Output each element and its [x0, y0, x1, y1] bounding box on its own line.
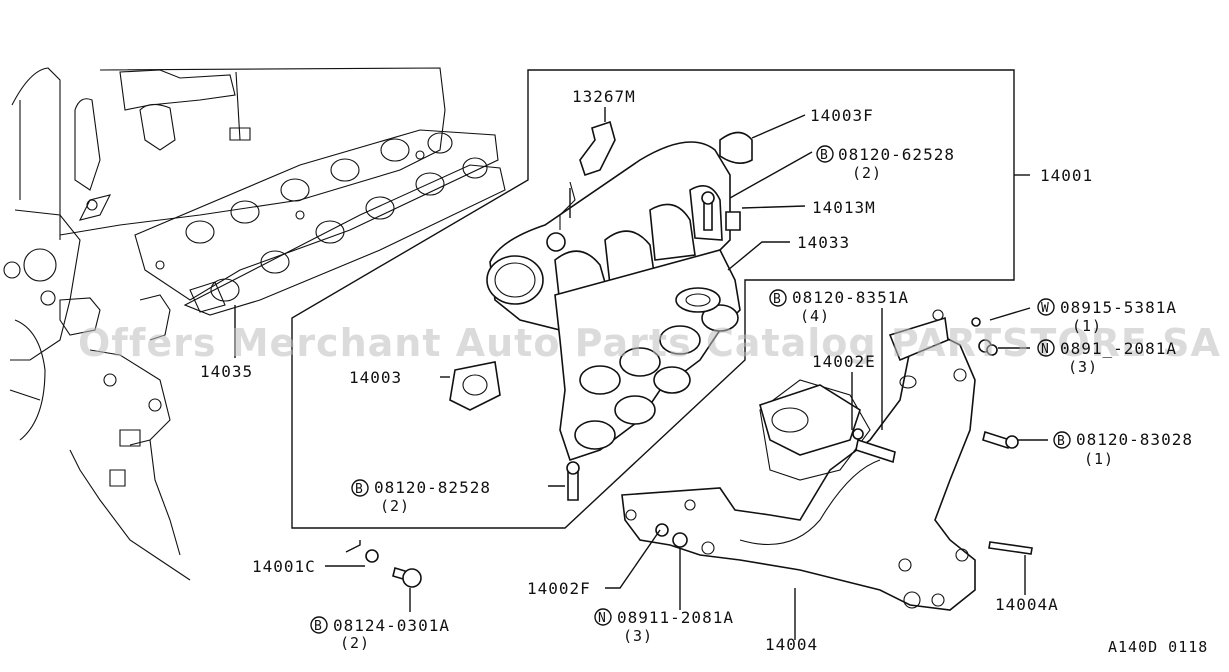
label-08120-82528: 08120-82528 [374, 478, 491, 497]
svg-text:B: B [820, 148, 828, 163]
figure-code: A140D 0118 [1108, 638, 1208, 656]
leader-lines [234, 107, 1048, 640]
label-14003: 14003 [349, 368, 402, 387]
label-14003F: 14003F [810, 106, 874, 125]
svg-text:B: B [355, 482, 363, 497]
label-08911-2081A: 08911-2081A [617, 608, 734, 627]
label-14001: 14001 [1040, 166, 1093, 185]
label-08124-0301A: 08124-0301A [333, 616, 450, 635]
qty-08120-62528: (2) [852, 164, 882, 182]
bolt-prefix-b-icon [351, 479, 369, 497]
fasteners-drawing [365, 317, 1033, 588]
intake-manifold-drawing [449, 120, 753, 462]
label-08120-8351A: 08120-8351A [792, 288, 909, 307]
label-08915-5381A: 08915-5381A [1060, 298, 1177, 317]
label-14035: 14035 [200, 362, 253, 381]
qty-08120-82528: (2) [380, 497, 410, 515]
svg-text:N: N [598, 611, 606, 626]
qty-08915-5381A: (1) [1072, 317, 1102, 335]
gasket-14035-drawing [134, 129, 506, 316]
washer-prefix-w-icon [1037, 298, 1055, 316]
watermark: Offers Merchant Auto Parts Catalog PARTS… [78, 321, 1221, 365]
label-0891-2081A: 0891_-2081A [1060, 339, 1177, 358]
bolt-prefix-b-icon [1053, 431, 1071, 449]
qty-08124-0301A: (2) [340, 634, 370, 652]
label-14004A: 14004A [995, 595, 1059, 614]
label-13267M: 13267M [572, 87, 636, 106]
svg-text:B: B [1057, 434, 1065, 449]
label-08120-62528: 08120-62528 [838, 145, 955, 164]
label-14002E: 14002E [812, 352, 876, 371]
bolt-prefix-b-icon [816, 145, 834, 163]
label-14001C: 14001C [252, 557, 316, 576]
label-14002F: 14002F [527, 579, 591, 598]
qty-0891-2081A: (3) [1068, 358, 1098, 376]
nut-prefix-n-icon [1037, 339, 1055, 357]
label-08120-83028: 08120-83028 [1076, 430, 1193, 449]
svg-text:B: B [314, 619, 322, 634]
qty-08911-2081A: (3) [623, 627, 653, 645]
label-14033: 14033 [797, 233, 850, 252]
label-14013M: 14013M [812, 198, 876, 217]
qty-08120-83028: (1) [1084, 450, 1114, 468]
engine-block-drawing [3, 67, 446, 581]
bolt-prefix-b-icon [769, 289, 787, 307]
qty-08120-8351A: (4) [800, 307, 830, 325]
svg-text:W: W [1041, 301, 1049, 316]
svg-text:N: N [1041, 342, 1049, 357]
nut-prefix-n-icon [594, 608, 612, 626]
exhaust-manifold-drawing [621, 309, 976, 611]
svg-text:B: B [773, 292, 781, 307]
label-14004: 14004 [765, 635, 818, 654]
bolt-prefix-b-icon [310, 616, 328, 634]
callout-labels: 13267M 14003F B 08120-62528 (2) 14001 14… [200, 87, 1208, 656]
